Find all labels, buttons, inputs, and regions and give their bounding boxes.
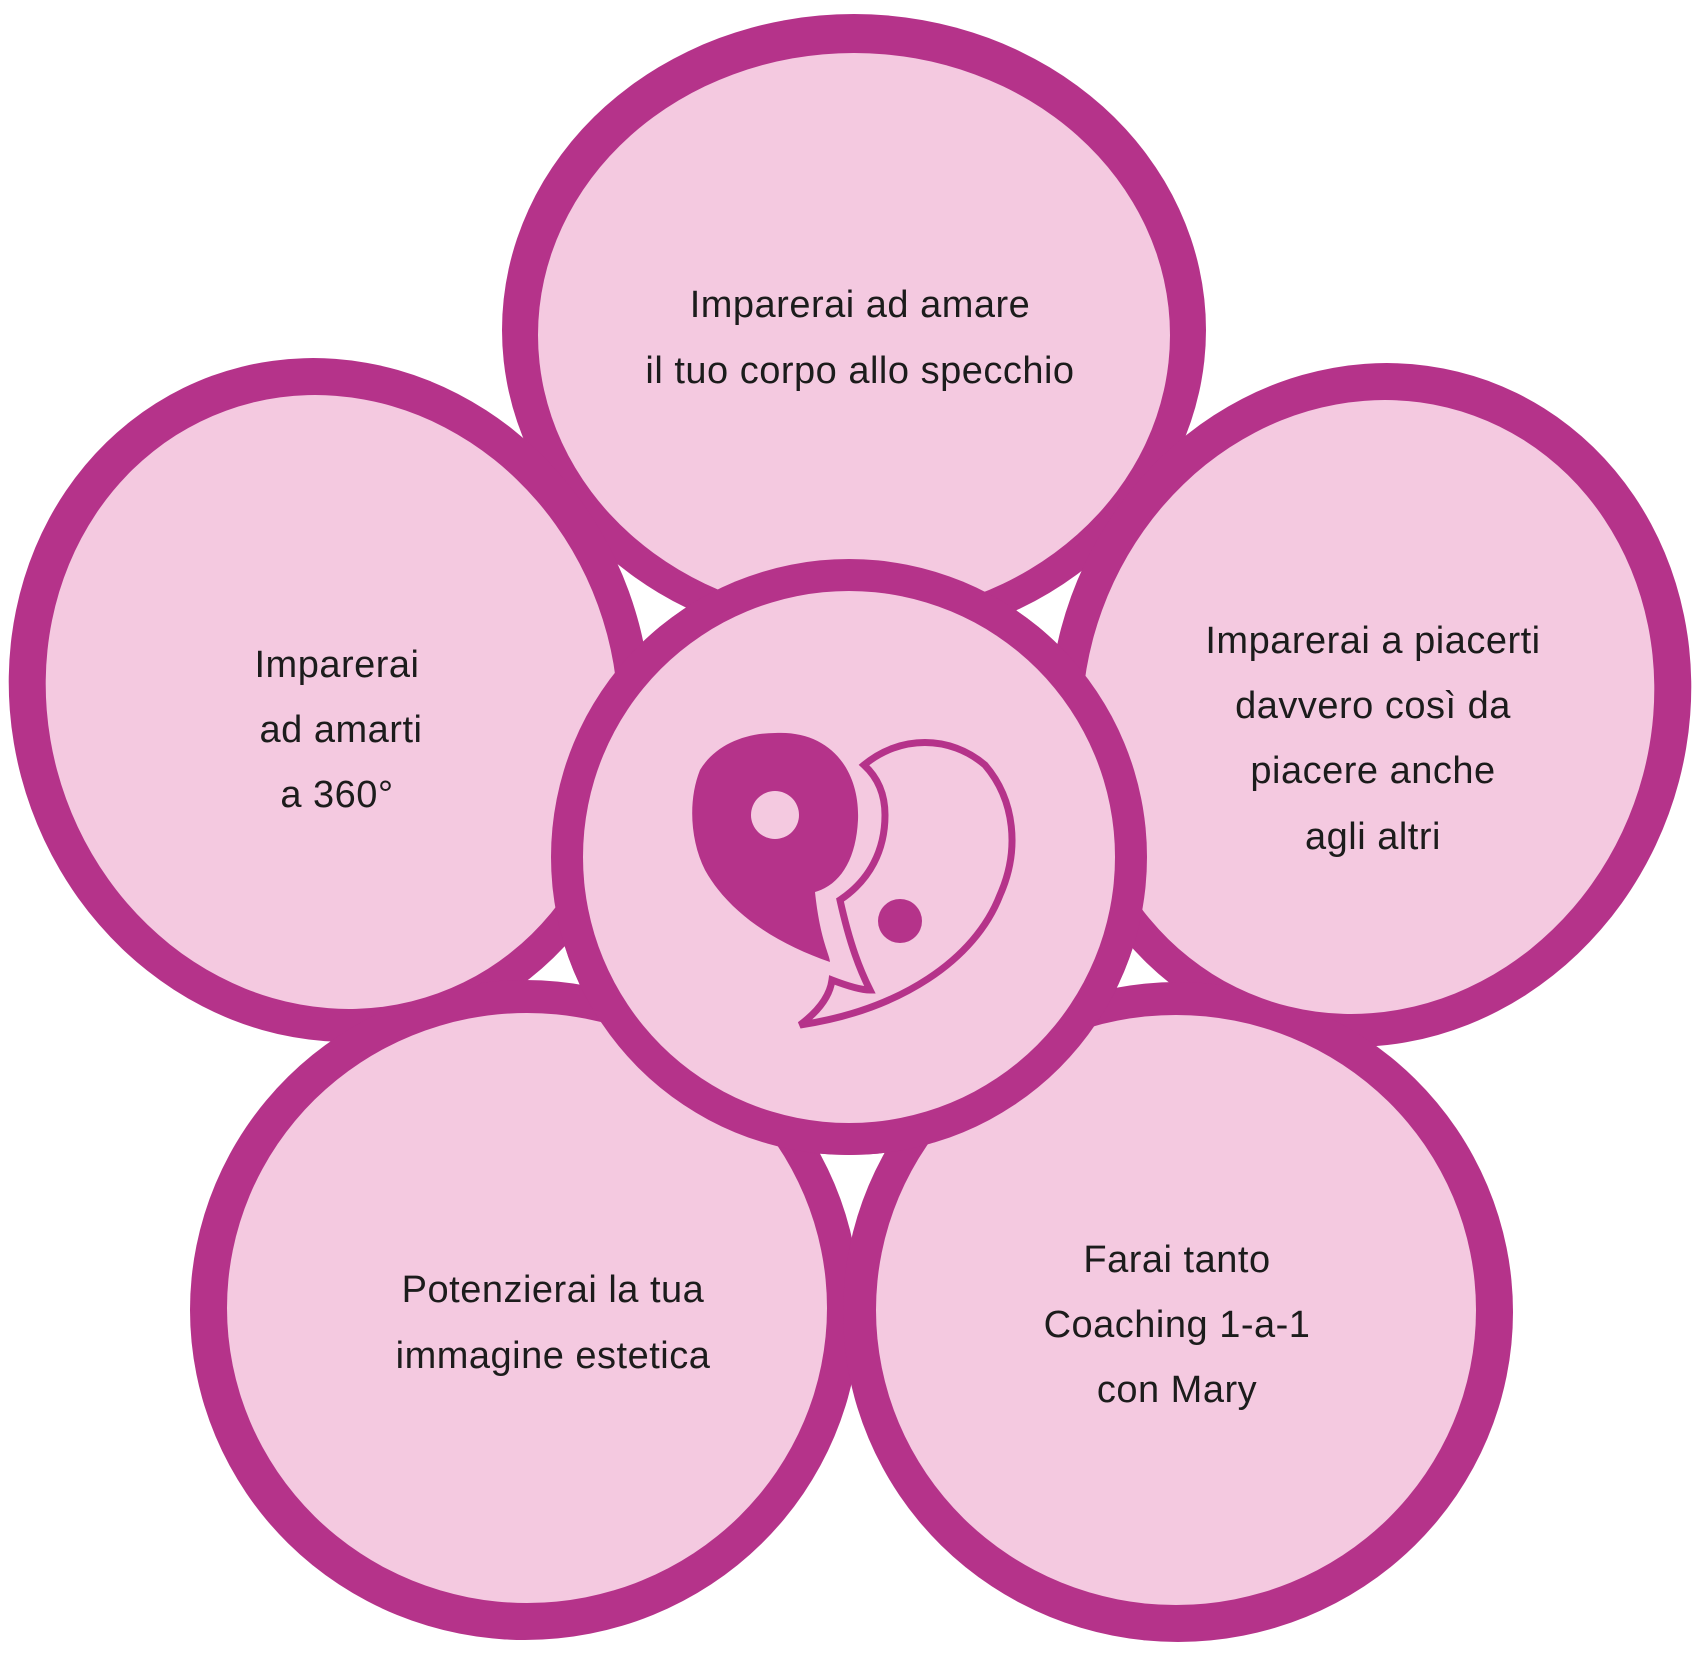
petal-bottom-right [876,1015,1476,1605]
petal-left-line: Imparerai [255,644,420,686]
petal-top [538,53,1170,617]
petal-bottom-right-line: con Mary [1097,1369,1257,1411]
petal-right [1081,400,1655,1014]
petal-bottom-left-line: immagine estetica [396,1335,711,1377]
petal-bottom-right-line: Coaching 1-a-1 [1044,1304,1311,1346]
petal-bottom-right-line: Farai tanto [1083,1239,1270,1281]
petal-bottom-left [227,1013,827,1603]
petal-top-text: Imparerai ad amare il tuo corpo allo spe… [645,284,1074,392]
petal-bottom-left-text: Potenzierai la tua immagine estetica [396,1269,711,1377]
petal-left [45,395,619,1009]
petal-fills [45,53,1655,1605]
petal-top-line: Imparerai ad amare [690,284,1031,326]
petal-top-line: il tuo corpo allo specchio [645,350,1074,392]
petal-left-text: Imparerai ad amarti a 360° [255,644,423,816]
petal-right-line: Imparerai a piacerti [1205,620,1540,662]
petal-right-line: agli altri [1305,816,1441,858]
petal-right-line: davvero così da [1235,685,1511,727]
petal-bottom-right-text: Farai tanto Coaching 1-a-1 con Mary [1044,1239,1311,1411]
petal-left-line: ad amarti [260,709,423,751]
petal-bottom-left-line: Potenzierai la tua [402,1269,705,1311]
petal-right-text: Imparerai a piacerti davvero così da pia… [1205,620,1540,858]
petal-left-line: a 360° [280,774,393,816]
petal-right-line: piacere anche [1250,750,1495,792]
heart-yin-yang-logo-icon [692,732,1016,1029]
